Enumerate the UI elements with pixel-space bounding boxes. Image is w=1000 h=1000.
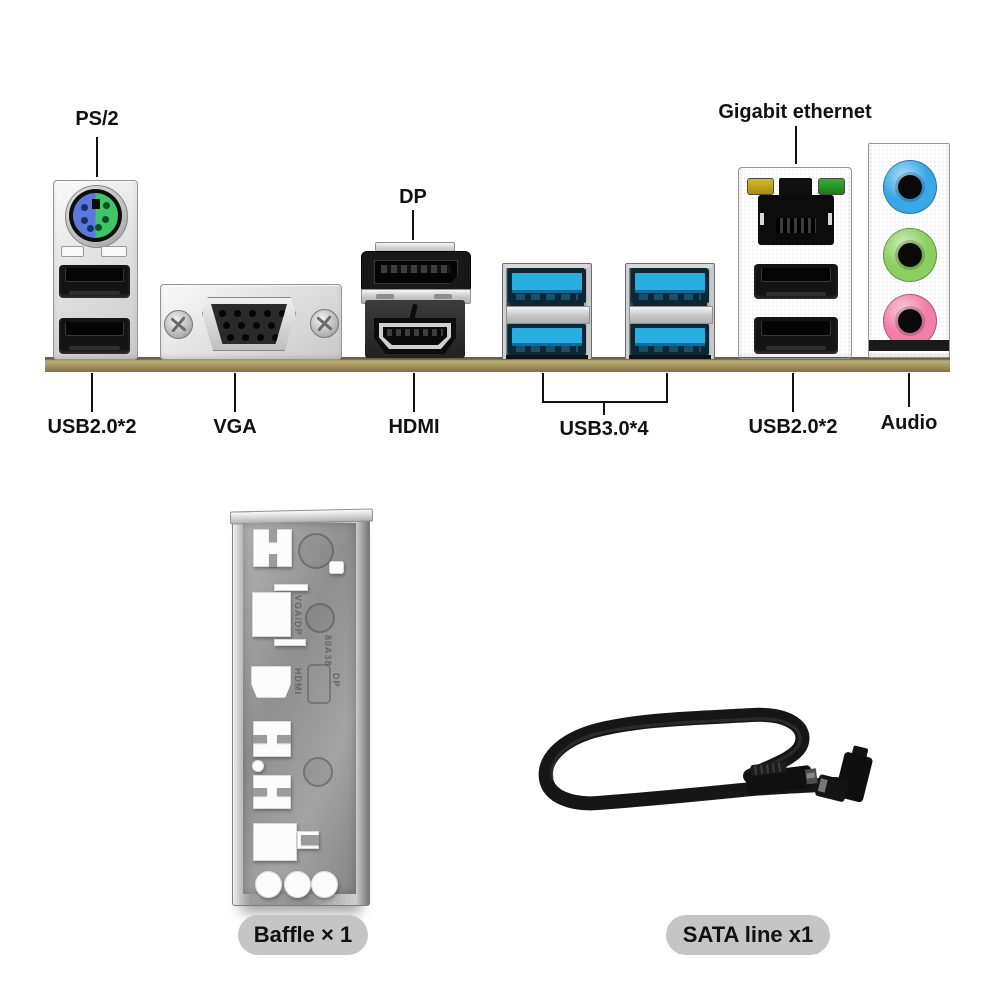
baffle-knockout-circle xyxy=(303,757,333,787)
sata-right-angle-connector xyxy=(815,745,873,803)
label-ps2: PS/2 xyxy=(75,108,119,130)
sata-count-badge: SATA line x1 xyxy=(666,915,830,955)
label-audio: Audio xyxy=(880,412,938,434)
vga-bracket xyxy=(160,284,342,360)
audio-jack-line-out xyxy=(883,228,937,282)
screw-icon xyxy=(310,309,339,338)
baffle-dp-knockout xyxy=(307,664,331,704)
label-dp: DP xyxy=(399,186,427,208)
callout-line xyxy=(542,373,544,403)
ethernet-port xyxy=(758,195,834,245)
callout-line xyxy=(603,403,605,415)
baffle-vga-wing xyxy=(274,639,306,646)
callout-bracket xyxy=(542,401,668,403)
baffle-audio-hole xyxy=(311,871,338,898)
baffle-usb-cutout xyxy=(253,721,291,757)
audio-bracket xyxy=(868,143,950,358)
callout-line xyxy=(412,210,414,240)
baffle-knockout-circle xyxy=(298,533,334,569)
baffle-marking-dp: DP xyxy=(331,673,341,688)
audio-jack-mic xyxy=(883,294,937,348)
callout-line xyxy=(413,373,415,412)
usb2-port xyxy=(754,317,838,354)
sata-cable-loop xyxy=(538,707,843,811)
screw-icon xyxy=(164,310,193,339)
baffle-marking-vga-dp: VGA/DP xyxy=(293,595,303,636)
usb2-port xyxy=(59,318,130,354)
vga-port xyxy=(202,297,296,351)
baffle-vga-cutout xyxy=(252,592,291,637)
baffle-small-cutout xyxy=(329,561,344,574)
baffle-usb-cutout xyxy=(253,775,291,809)
ps2-port xyxy=(65,185,128,248)
dp-port xyxy=(361,251,471,293)
usb3-port xyxy=(508,324,586,355)
io-shield-baffle: VGA/DP 80A38 HDMI DP xyxy=(229,508,374,906)
baffle-ps2-cutout xyxy=(253,529,292,567)
callout-line xyxy=(234,373,236,412)
audio-jack-line-in xyxy=(883,160,937,214)
label-gigabit-ethernet: Gigabit ethernet xyxy=(718,101,872,123)
baffle-audio-hole xyxy=(284,871,311,898)
usb3-bracket xyxy=(625,263,715,360)
vga-pins xyxy=(219,310,226,317)
baffle-marking-model: 80A38 xyxy=(323,635,333,667)
sata-straight-connector xyxy=(745,761,818,796)
label-vga: VGA xyxy=(213,416,257,438)
rear-io-diagram: PS/2 DP Gigabit ethernet USB2.0*2 VGA HD… xyxy=(0,0,1000,450)
baffle-lan-tab-cutout xyxy=(297,831,319,849)
usb3-port xyxy=(631,324,709,355)
callout-line xyxy=(792,373,794,412)
dp-hdmi-bracket xyxy=(361,242,471,358)
baffle-count-badge: Baffle × 1 xyxy=(238,915,368,955)
label-usb2-right: USB2.0*2 xyxy=(748,416,838,438)
baffle-marking-hdmi: HDMI xyxy=(293,668,303,695)
label-hdmi: HDMI xyxy=(388,416,440,438)
sata-cable xyxy=(538,707,873,811)
lan-usb-bracket xyxy=(738,167,852,359)
baffle-audio-hole xyxy=(255,871,282,898)
baffle-knockout-circle xyxy=(305,603,335,633)
usb2-port xyxy=(754,264,838,299)
baffle-hole xyxy=(252,760,264,772)
label-usb3: USB3.0*4 xyxy=(559,418,649,440)
usb3-bracket xyxy=(502,263,592,360)
lan-led-yellow xyxy=(747,178,774,195)
usb3-port xyxy=(508,269,586,303)
baffle-vga-wing xyxy=(274,584,308,591)
callout-line xyxy=(96,137,98,177)
indicator-slot xyxy=(101,246,127,257)
callout-line xyxy=(666,373,668,403)
usb2-port xyxy=(59,265,130,298)
ps2-usb-bracket xyxy=(53,180,138,360)
hdmi-port xyxy=(374,318,456,354)
baffle-hdmi-cutout xyxy=(251,666,291,698)
label-usb2-left: USB2.0*2 xyxy=(47,416,137,438)
callout-line xyxy=(91,373,93,412)
usb3-port xyxy=(631,269,709,303)
baffle-panel: VGA/DP 80A38 HDMI DP xyxy=(243,523,356,898)
baffle-lan-cutout xyxy=(253,823,297,861)
lan-led-green xyxy=(818,178,845,195)
callout-line xyxy=(908,373,910,407)
indicator-slot xyxy=(61,246,84,257)
callout-line xyxy=(795,126,797,164)
pcb-edge xyxy=(45,357,950,372)
